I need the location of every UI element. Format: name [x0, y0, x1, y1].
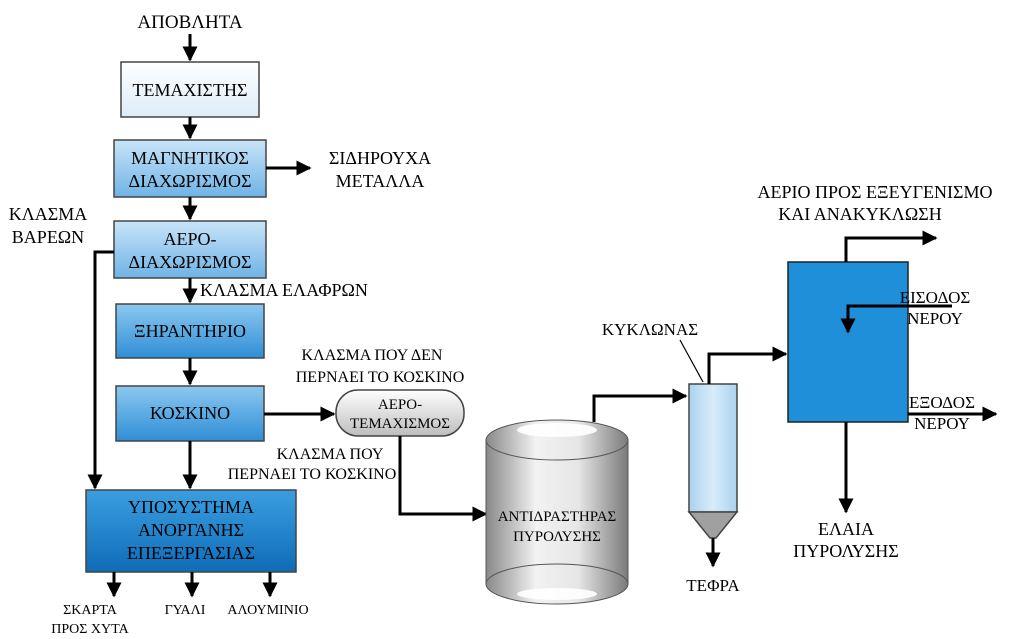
air-separation-label-2: ΔΙΑΧΩΡΙΣΜΟΣ	[129, 252, 252, 272]
arrow-reactor-cyclone	[592, 388, 688, 422]
sieve-label: ΚΟΣΚΙΝΟ	[150, 403, 230, 423]
arrow-heavy-fraction	[87, 250, 114, 490]
water-out-label-1: ΕΞΟΔΟΣ	[909, 393, 975, 412]
inorganic-label-3: ΕΠΕΞΕΡΓΑΣΙΑΣ	[127, 543, 255, 563]
magnetic-label-1: ΜΑΓΝΗΤΙΚΟΣ	[131, 148, 249, 168]
gas-label-1: ΑΕΡΙΟ ΠΡΟΣ ΕΞΕΥΓΕΝΙΣΜΟ	[758, 182, 993, 202]
arrow-gas-out	[844, 230, 938, 262]
pass-label-2: ΠΕΡΝΑΕΙ ΤΟ ΚΟΣΚΙΝΟ	[228, 466, 397, 483]
not-pass-label-2: ΠΕΡΝΑΕΙ ΤΟ ΚΟΣΚΙΝΟ	[296, 369, 465, 386]
oil-label-1: ΕΛΑΙΑ	[818, 519, 874, 539]
pyrolysis-reactor	[485, 419, 629, 605]
magnetic-label-2: ΔΙΑΧΩΡΙΣΜΟΣ	[129, 171, 252, 191]
reactor-label-2: ΠΥΡΟΛΥΣΗΣ	[513, 529, 601, 545]
shredder-label: ΤΕΜΑΧΙΣΤΗΣ	[133, 80, 248, 100]
cyclone	[687, 383, 739, 539]
oil-label-2: ΠΥΡΟΛΥΣΗΣ	[793, 541, 898, 561]
light-fraction-label: ΚΛΑΣΜΑ ΕΛΑΦΡΩΝ	[200, 280, 368, 300]
rejects-label-2: ΠΡΟΣ ΧΥΤΑ	[51, 622, 129, 637]
arrow-airshred-reactor	[398, 436, 488, 522]
arrow-cyclone-condenser	[707, 346, 788, 384]
pass-label-1: ΚΛΑΣΜΑ ΠΟΥ	[277, 446, 384, 463]
sieve-box	[115, 385, 265, 442]
not-pass-label-1: ΚΛΑΣΜΑ ΠΟΥ ΔΕΝ	[302, 347, 443, 364]
water-out-label-2: ΝΕΡΟΥ	[914, 414, 970, 433]
inorganic-subsystem-box	[85, 489, 297, 573]
dryer-label: ΞΗΡΑΝΤΗΡΙΟ	[134, 321, 246, 341]
ferrous-label-2: ΜΕΤΑΛΛΑ	[336, 171, 425, 191]
condenser-box	[787, 261, 909, 423]
air-separation-label-1: ΑΕΡΟ-	[164, 229, 217, 249]
ferrous-label-1: ΣΙΔΗΡΟΥΧΑ	[329, 148, 431, 168]
inorganic-label-1: ΥΠΟΣΥΣΤΗΜΑ	[128, 497, 254, 517]
air-separation-box	[113, 220, 267, 279]
heavy-fraction-label-2: ΒΑΡΕΩΝ	[12, 227, 84, 247]
heavy-fraction-label-1: ΚΛΑΣΜΑ	[9, 204, 88, 224]
water-in-label-1: ΕΙΣΟΔΟΣ	[900, 288, 971, 307]
air-shredding-label-1: ΑΕΡΟ-	[378, 397, 422, 413]
cyclone-leader-line	[679, 339, 704, 383]
arrow-water-in	[840, 304, 952, 334]
inorganic-label-2: ΑΝΟΡΓΑΝΗΣ	[138, 520, 244, 540]
magnetic-separation-box	[113, 139, 267, 198]
water-in-label-2: ΝΕΡΟΥ	[907, 309, 963, 328]
air-shredding-label-2: ΤΕΜΑΧΙΣΜΟΣ	[350, 416, 450, 432]
aluminium-label: ΑΛΟΥΜΙΝΙΟ	[227, 603, 308, 618]
waste-input-label: ΑΠΟΒΛΗΤΑ	[137, 12, 242, 33]
rejects-label-1: ΣΚΑΡΤΑ	[63, 603, 118, 618]
cyclone-label: ΚΥΚΛΩΝΑΣ	[602, 320, 698, 339]
reactor-label-1: ΑΝΤΙΔΡΑΣΤΗΡΑΣ	[498, 509, 617, 525]
ash-label: ΤΕΦΡΑ	[686, 576, 740, 595]
dryer-box	[115, 303, 265, 359]
gas-label-2: ΚΑΙ ΑΝΑΚΥΚΛΩΣΗ	[778, 204, 941, 224]
glass-label: ΓΥΑΛΙ	[165, 603, 206, 618]
